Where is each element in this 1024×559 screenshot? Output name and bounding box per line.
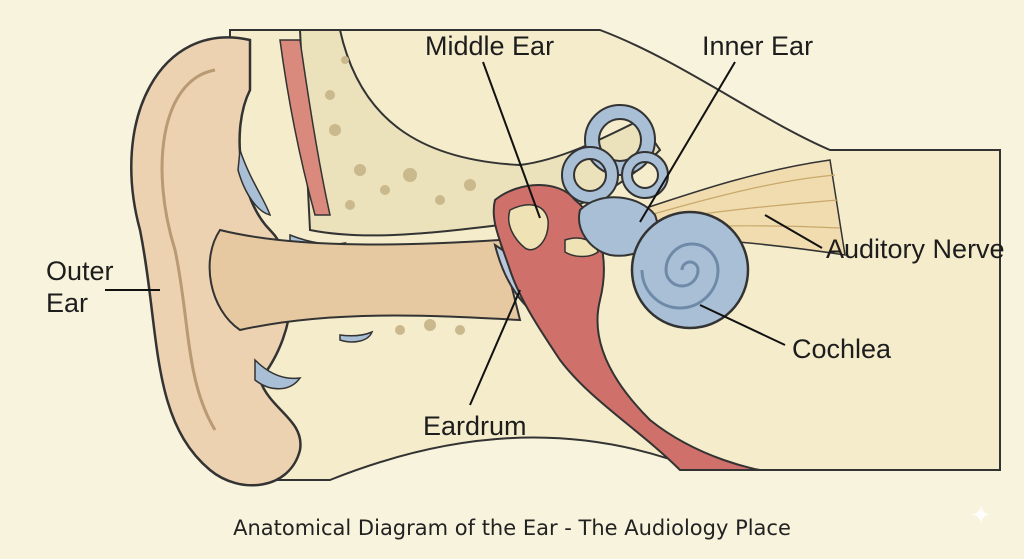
cochlea-shape [632,212,748,328]
label-outer-ear-line1: Outer [46,258,114,285]
label-outer-ear-line2: Ear [46,290,88,317]
label-cochlea: Cochlea [792,336,891,363]
label-middle-ear: Middle Ear [425,33,554,60]
label-eardrum: Eardrum [423,413,527,440]
sparkle-icon: ✦ [970,500,992,531]
label-auditory-nerve: Auditory Nerve [826,236,1005,263]
diagram-caption: Anatomical Diagram of the Ear - The Audi… [0,516,1024,540]
ear-canal [210,230,520,330]
label-inner-ear: Inner Ear [702,33,813,60]
